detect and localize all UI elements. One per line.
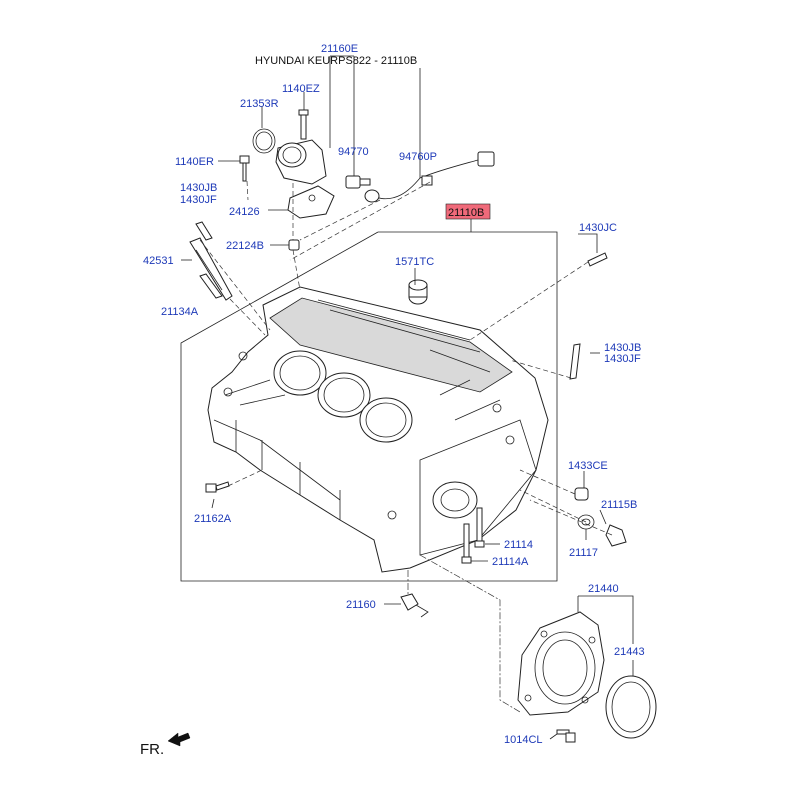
cylinder-block [207,286,549,573]
clip-21160 [400,593,429,618]
bolt-21114a [461,523,472,564]
callout-22124b[interactable]: 22124B [226,240,264,252]
bolt-21114 [474,507,485,548]
callout-1430jc[interactable]: 1430JC [579,222,617,234]
callout-1430jb-top[interactable]: 1430JB [180,182,217,194]
bolt-1140er [239,155,250,182]
dowel-22124b [288,239,300,251]
pin-1430jc [587,252,608,267]
callout-94760p[interactable]: 94760P [399,151,437,163]
assembly-frame [180,231,558,582]
callout-21160e[interactable]: 21160E [321,43,358,55]
callout-1140ez[interactable]: 1140EZ [282,83,320,95]
callout-21353r[interactable]: 21353R [240,98,279,110]
callout-21134a[interactable]: 21134A [161,306,199,318]
callout-21160[interactable]: 21160 [346,599,376,611]
bolt-1140ez [298,109,309,140]
callout-24126[interactable]: 24126 [229,206,260,218]
model-header: HYUNDAI KEURPS822 - 21110B [255,55,417,67]
thermostat-housing [275,139,327,185]
callout-1014cl[interactable]: 1014CL [504,734,543,746]
callout-1433ce[interactable]: 1433CE [568,460,608,472]
oil-seal-21443 [605,675,657,739]
plug-1571tc [408,279,428,305]
bolt-1014cl [556,729,576,743]
callout-21115b[interactable]: 21115B [601,499,637,511]
callout-42531[interactable]: 42531 [143,255,174,267]
callout-1430jf-right[interactable]: 1430JF [604,353,641,365]
bolt-21162a [205,481,230,493]
knock-sensor-94760p [364,151,495,203]
callout-1430jb-right[interactable]: 1430JB [604,342,641,354]
callout-1571tc[interactable]: 1571TC [395,256,434,268]
callout-21114[interactable]: 21114 [504,539,533,551]
plug-21115b [605,524,627,547]
callout-1430jf-top[interactable]: 1430JF [180,194,217,206]
pin-21134a [199,273,223,299]
callout-1140er[interactable]: 1140ER [175,156,214,168]
callout-21114a[interactable]: 21114A [492,556,529,568]
front-direction-label: FR. [140,741,164,758]
callout-21440[interactable]: 21440 [588,583,619,595]
dowel-1433ce [574,487,589,501]
o-ring-21353r [252,128,276,154]
pin-1430jb-left [195,221,213,241]
pin-1430jb-right [569,343,581,380]
seal-case-21440 [517,611,605,716]
front-direction-arrow-icon [167,732,191,747]
bracket-24126 [287,185,335,219]
dipstick-guide-42531 [189,237,233,301]
callout-21443[interactable]: 21443 [614,646,645,658]
callout-94770[interactable]: 94770 [338,146,369,158]
callout-21110b[interactable]: 21110B [448,207,484,219]
callout-21162a[interactable]: 21162A [194,513,232,525]
sensor-94770 [345,175,371,189]
leader-lines [181,55,634,740]
highlight-21110b [445,203,491,220]
callout-21117[interactable]: 21117 [569,547,598,559]
